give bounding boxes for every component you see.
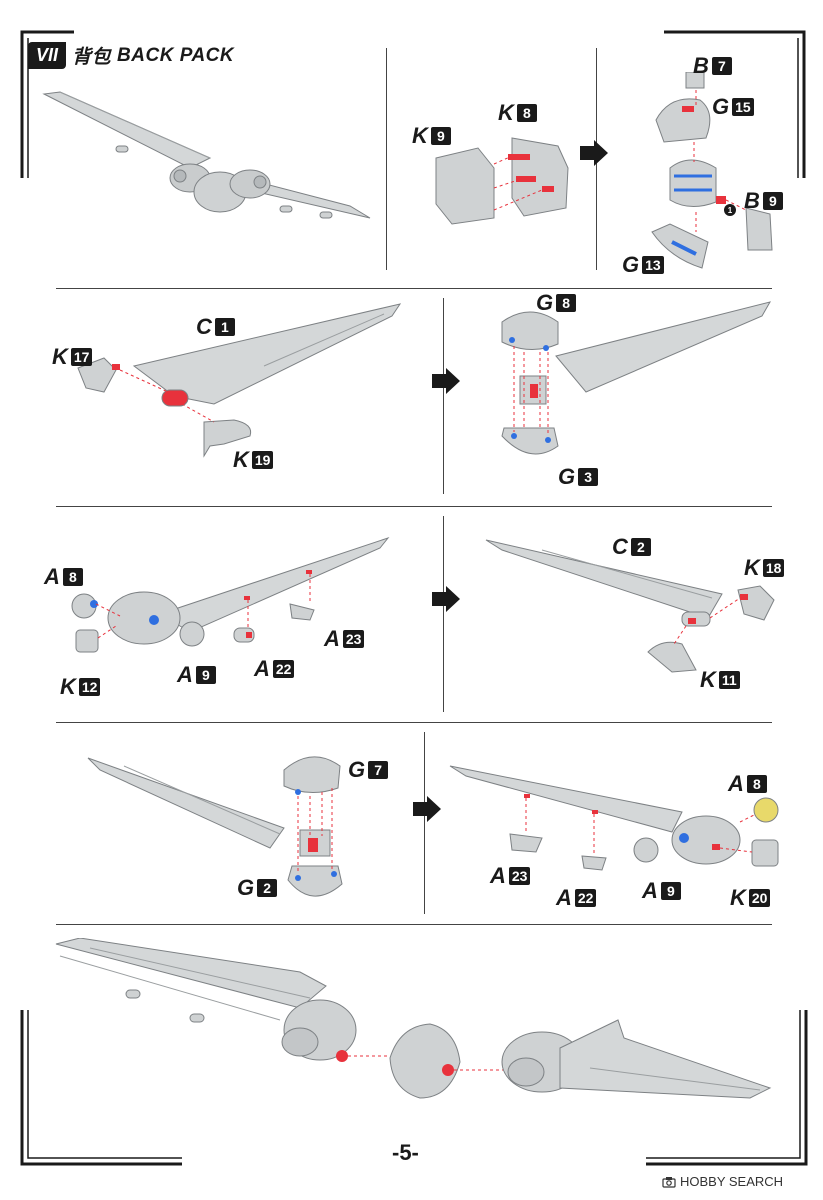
engine-core-illustration: 1 [651,72,773,269]
divider [56,506,772,507]
wing-left-assembly-illustration [77,303,402,458]
frame-bottom-right [646,1010,808,1166]
frame-top-right [664,30,806,178]
core-block-illustration [435,137,569,225]
hobby-search-watermark: HOBBY SEARCH [662,1174,783,1189]
step-arrow [432,586,460,612]
camera-icon [662,1176,676,1188]
frame-bottom-left [20,1010,182,1166]
step-arrow [413,796,441,822]
divider [56,288,772,289]
divider [443,516,444,712]
backpack-assembled-illustration [42,91,371,219]
section-header: VII 背包 BACK PACK [28,42,234,69]
backpack-final-assembly-illustration [55,938,772,1099]
section-title-cn: 背包 [72,47,112,68]
watermark-brand: HOBBY SEARCH [680,1174,784,1189]
page-number: -5- [392,1140,419,1165]
divider [56,924,772,925]
step-arrow [432,368,460,394]
wing-left-thruster-illustration [71,536,390,653]
wing-right-assembly-illustration [485,539,775,673]
divider [424,732,425,914]
wing-right-thruster-illustration [449,765,779,871]
step-arrow [580,140,608,166]
step-marker-number: 1 [728,206,733,215]
divider [443,298,444,494]
wing-left-housing-illustration [501,301,772,455]
divider [56,722,772,723]
wing-right-housing-illustration [87,756,343,897]
divider [386,48,387,270]
section-title-en: BACK PACK [117,44,235,66]
section-number: VII [28,42,67,69]
